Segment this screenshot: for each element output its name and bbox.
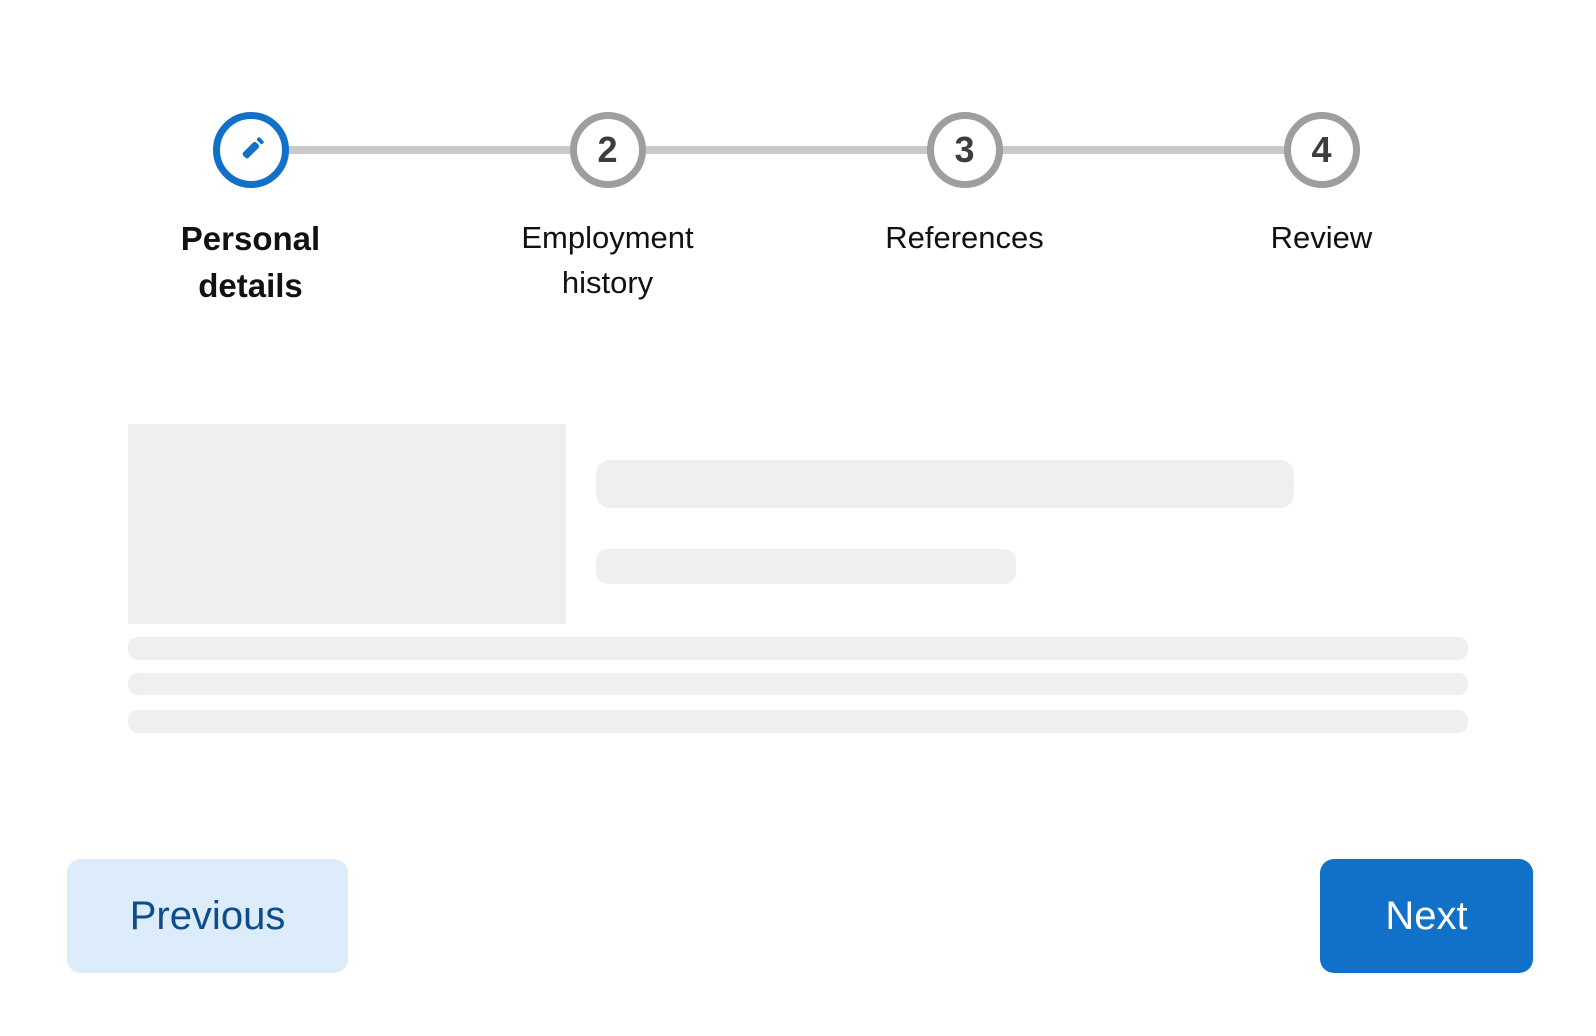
step-2-number: 2 [597,129,618,170]
step-employment-history: 2 Employment history [429,112,786,309]
previous-button[interactable]: Previous [67,859,348,973]
step-1-label: Personal details [180,220,321,304]
pencil-icon [242,137,264,159]
step-3-label: References [885,220,1044,255]
skeleton-row-2 [128,673,1468,695]
wizard-stepper: Personal details 2 Employment history 3 … [72,112,1500,309]
step-references: 3 References [786,112,1143,309]
step-4-number: 4 [1311,129,1332,170]
skeleton-line-short [596,549,1016,584]
step-2-indicator[interactable]: 2 [569,112,646,188]
step-2-label: Employment history [521,220,694,300]
next-button[interactable]: Next [1320,859,1533,973]
step-1-indicator[interactable] [212,112,289,188]
skeleton-row-3 [128,710,1468,733]
stepper-connector-line [250,146,1322,154]
skeleton-image-placeholder [128,424,566,624]
step-4-label: Review [1270,220,1373,255]
step-review: 4 Review [1143,112,1500,309]
step-3-indicator[interactable]: 3 [926,112,1003,188]
skeleton-row-1 [128,637,1468,660]
step-4-indicator[interactable]: 4 [1283,112,1360,188]
skeleton-line-long [596,460,1294,508]
step-personal-details: Personal details [72,112,429,309]
step-3-number: 3 [954,129,975,170]
